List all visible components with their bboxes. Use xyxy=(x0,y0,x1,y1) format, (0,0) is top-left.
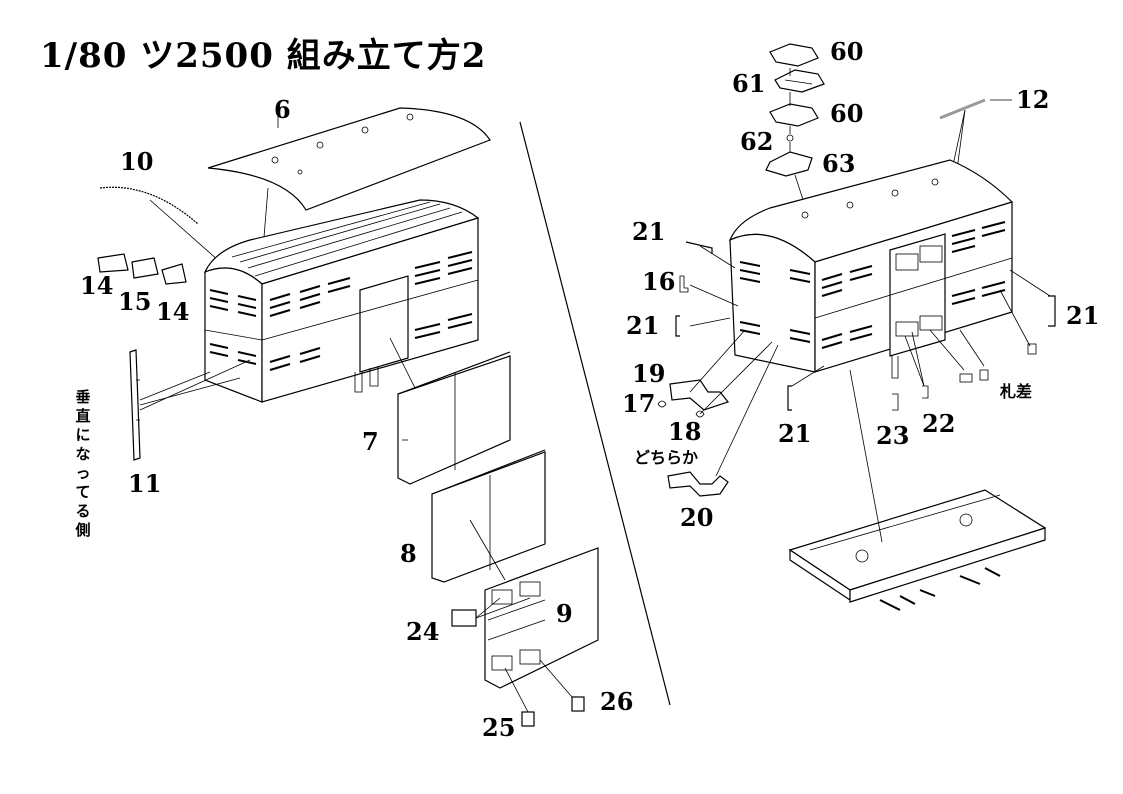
car-body-left xyxy=(203,199,480,403)
plate-26 xyxy=(571,696,585,712)
step-19 xyxy=(669,379,730,411)
label-22: 22 xyxy=(922,409,956,438)
label-15: 15 xyxy=(118,287,152,316)
label-12: 12 xyxy=(1016,85,1050,114)
label-21-mid: 21 xyxy=(626,311,660,340)
handrail-21-top xyxy=(685,241,713,254)
label-14-left: 14 xyxy=(80,271,114,300)
either-note: どちらか xyxy=(634,448,699,467)
label-6: 6 xyxy=(274,95,291,124)
step-20 xyxy=(667,471,729,497)
part-22 xyxy=(922,385,929,399)
label-26: 26 xyxy=(600,687,634,716)
label-8: 8 xyxy=(400,539,417,568)
side-strip-11 xyxy=(129,349,141,461)
plate-24 xyxy=(451,609,477,627)
label-60-top: 60 xyxy=(830,37,864,66)
label-7: 7 xyxy=(362,427,379,456)
label-63: 63 xyxy=(822,149,856,178)
side-panel-8 xyxy=(431,449,546,583)
plate-fudasa-b xyxy=(979,369,989,381)
label-21-top: 21 xyxy=(632,217,666,246)
label-21-right: 21 xyxy=(1066,301,1100,330)
label-16: 16 xyxy=(642,267,676,296)
side-panel-7 xyxy=(397,351,511,485)
label-19: 19 xyxy=(632,359,666,388)
plate-fudasa-a xyxy=(959,373,973,383)
part-right-small xyxy=(1027,343,1037,355)
label-61: 61 xyxy=(732,69,766,98)
divider-line xyxy=(519,121,671,706)
car-body-right xyxy=(728,159,1014,379)
label-24: 24 xyxy=(406,617,440,646)
part-16 xyxy=(679,275,689,293)
vertical-side-note: 垂直になってる側 xyxy=(75,388,91,539)
label-10: 10 xyxy=(120,147,154,176)
label-25: 25 xyxy=(482,713,516,742)
roof-part-6 xyxy=(207,107,491,211)
window-pieces-14-15 xyxy=(97,253,187,285)
roof-end-strip-10 xyxy=(99,186,199,225)
part-23 xyxy=(892,393,899,411)
handrail-21-mid xyxy=(675,315,680,337)
side-panel-9 xyxy=(484,547,599,689)
handrail-21-bottom xyxy=(787,385,792,411)
label-9: 9 xyxy=(556,599,573,628)
bar-12 xyxy=(939,98,986,120)
label-11: 11 xyxy=(128,469,162,498)
part-17 xyxy=(657,400,667,408)
label-17: 17 xyxy=(622,389,656,418)
page-title: 1/80 ツ2500 組み立て方2 xyxy=(40,36,487,76)
label-18: 18 xyxy=(668,417,702,446)
handrail-21-right xyxy=(1048,295,1056,327)
label-23: 23 xyxy=(876,421,910,450)
label-20: 20 xyxy=(680,503,714,532)
label-60-bottom: 60 xyxy=(830,99,864,128)
fudasa-note: 札差 xyxy=(1000,382,1033,401)
plate-25 xyxy=(521,711,535,727)
label-62: 62 xyxy=(740,127,774,156)
label-14-right: 14 xyxy=(156,297,190,326)
label-21-bottom: 21 xyxy=(778,419,812,448)
ventilator-parts xyxy=(765,43,825,177)
underframe xyxy=(788,489,1047,611)
part-18 xyxy=(695,410,705,418)
